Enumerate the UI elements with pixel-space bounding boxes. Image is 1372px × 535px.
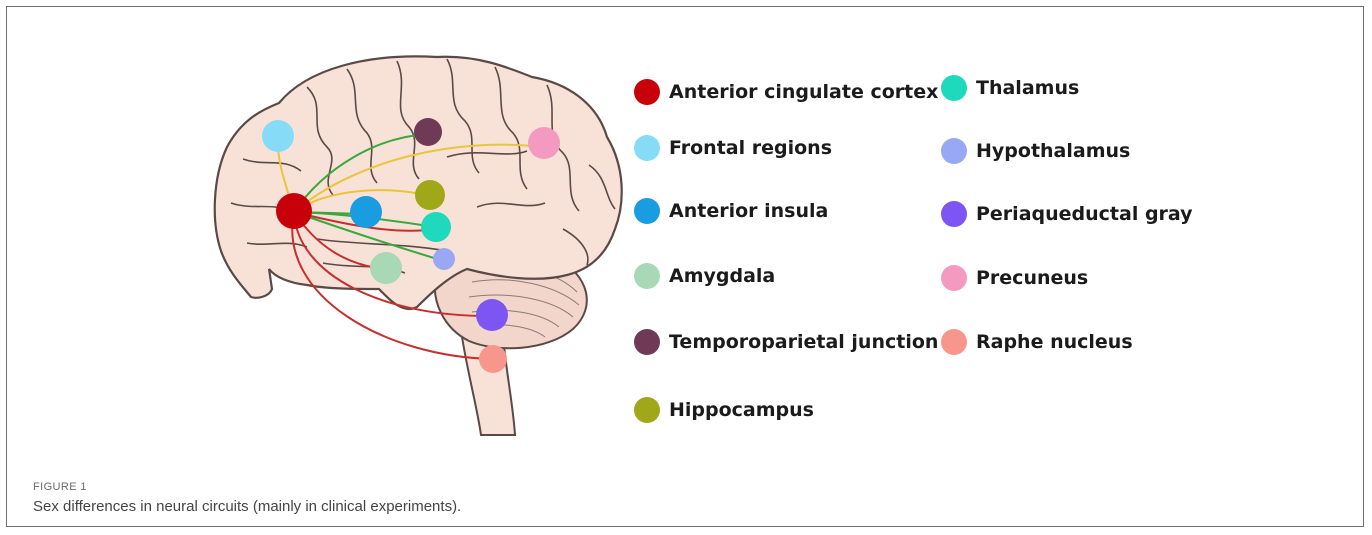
legend-dot bbox=[634, 263, 660, 289]
node-hypothalamus bbox=[433, 248, 455, 270]
legend-dot bbox=[941, 138, 967, 164]
legend-dot bbox=[634, 79, 660, 105]
legend-item-raphe-nucleus: Raphe nucleus bbox=[941, 327, 1133, 357]
legend-item-hippocampus: Hippocampus bbox=[634, 395, 814, 425]
legend-item-thalamus: Thalamus bbox=[941, 73, 1079, 103]
node-anterior-cingulate-cortex bbox=[276, 193, 312, 229]
node-anterior-insula bbox=[350, 196, 382, 228]
legend-label: Anterior cingulate cortex bbox=[669, 81, 938, 103]
legend-dot bbox=[941, 75, 967, 101]
legend-label: Hippocampus bbox=[669, 399, 814, 421]
legend-item-frontal-regions: Frontal regions bbox=[634, 133, 832, 163]
legend-dot bbox=[634, 198, 660, 224]
legend-label: Thalamus bbox=[976, 77, 1079, 99]
figure-frame: Anterior cingulate cortex Frontal region… bbox=[6, 6, 1364, 527]
legend-item-periaqueductal-gray: Periaqueductal gray bbox=[941, 199, 1193, 229]
legend-dot bbox=[634, 397, 660, 423]
legend-item-amygdala: Amygdala bbox=[634, 261, 775, 291]
node-temporoparietal-junction bbox=[414, 118, 442, 146]
legend-label: Precuneus bbox=[976, 267, 1088, 289]
legend-dot bbox=[941, 329, 967, 355]
node-raphe-nucleus bbox=[479, 345, 507, 373]
legend-label: Amygdala bbox=[669, 265, 775, 287]
legend-label: Temporoparietal junction bbox=[669, 331, 938, 353]
cerebrum-outline bbox=[215, 56, 622, 309]
figure-caption: Sex differences in neural circuits (main… bbox=[33, 498, 461, 515]
legend-item-anterior-cingulate-cortex: Anterior cingulate cortex bbox=[634, 77, 938, 107]
legend-label: Anterior insula bbox=[669, 200, 828, 222]
node-frontal-regions bbox=[262, 120, 294, 152]
legend-item-temporoparietal-junction: Temporoparietal junction bbox=[634, 327, 938, 357]
node-hippocampus bbox=[415, 180, 445, 210]
node-amygdala bbox=[370, 252, 402, 284]
legend-dot bbox=[634, 135, 660, 161]
legend-dot bbox=[941, 265, 967, 291]
legend-dot bbox=[941, 201, 967, 227]
node-precuneus bbox=[528, 127, 560, 159]
legend-item-anterior-insula: Anterior insula bbox=[634, 196, 828, 226]
legend-item-precuneus: Precuneus bbox=[941, 263, 1088, 293]
figure-label: FIGURE 1 bbox=[33, 481, 87, 493]
node-thalamus bbox=[421, 212, 451, 242]
legend-label: Frontal regions bbox=[669, 137, 832, 159]
legend-dot bbox=[634, 329, 660, 355]
node-periaqueductal-gray bbox=[476, 299, 508, 331]
legend-label: Periaqueductal gray bbox=[976, 203, 1193, 225]
legend-item-hypothalamus: Hypothalamus bbox=[941, 136, 1130, 166]
legend-label: Raphe nucleus bbox=[976, 331, 1133, 353]
legend-label: Hypothalamus bbox=[976, 140, 1130, 162]
